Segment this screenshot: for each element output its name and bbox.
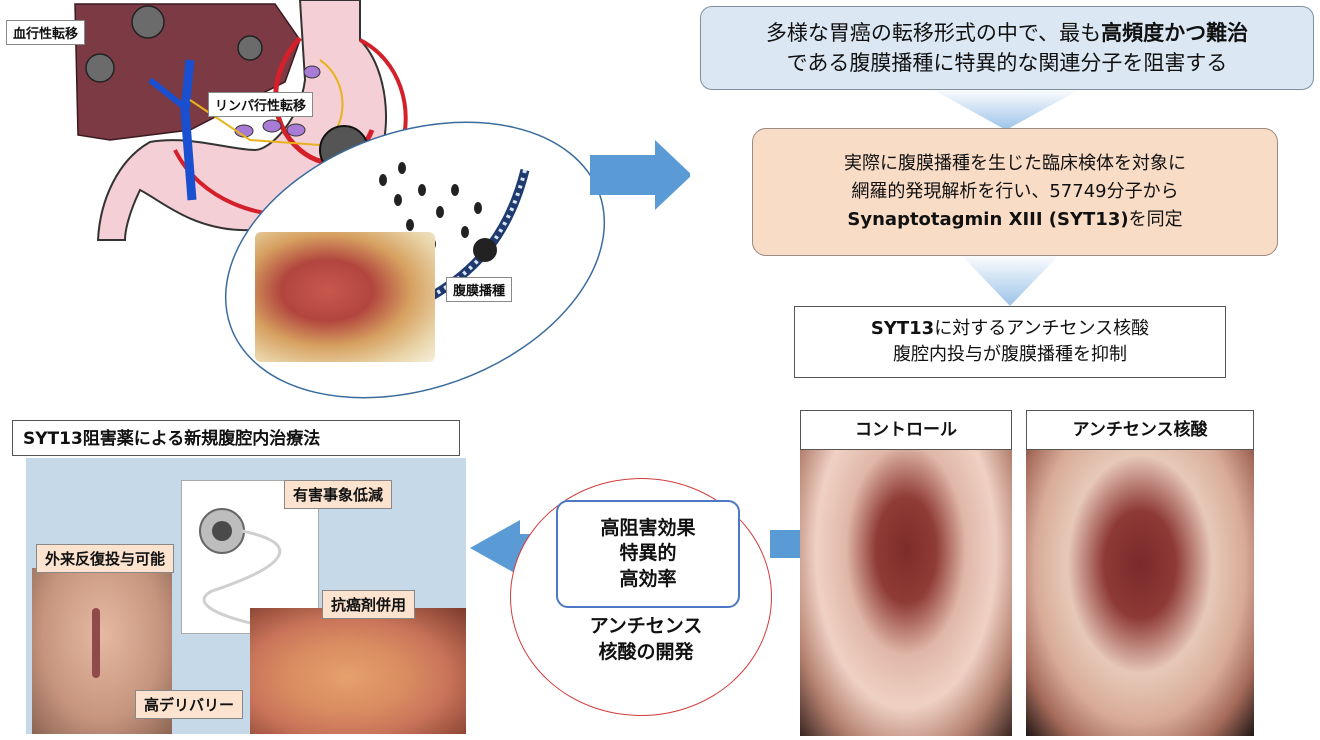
- liver-metastasis-3: [237, 35, 263, 61]
- antisense-photo: [1026, 450, 1254, 736]
- therapy-panel: [26, 458, 466, 734]
- box-objective: 多様な胃癌の転移形式の中で、最も高頻度かつ難治 である腹膜播種に特異的な関連分子…: [700, 6, 1314, 90]
- label-reduced-adverse-events: 有害事象低減: [284, 480, 393, 509]
- panel-title: SYT13阻害薬による新規腹腔内治療法: [12, 420, 460, 456]
- funnel-2: [960, 254, 1060, 306]
- label-high-delivery: 高デリバリー: [135, 690, 244, 719]
- effect-high-efficiency: 高効率: [619, 567, 677, 590]
- label-antisense: アンチセンス核酸: [1026, 410, 1254, 450]
- label-blood-metastasis: 血行性転移: [6, 20, 86, 45]
- box-suppression: SYT13に対するアンチセンス核酸 腹腔内投与が腹膜播種を抑制: [794, 306, 1226, 378]
- control-photo: [800, 450, 1012, 736]
- arrow-right-top: [590, 140, 690, 210]
- effect-box: 高阻害効果 特異的 高効率: [556, 500, 740, 608]
- label-peritoneal-dissemination: 腹膜播種: [446, 277, 513, 302]
- label-lymph-metastasis: リンパ行性転移: [208, 92, 314, 117]
- arrow-left-mid: [770, 530, 800, 558]
- funnel-1: [930, 88, 1082, 130]
- liver-metastasis-1: [131, 5, 165, 39]
- label-anticancer-combination: 抗癌剤併用: [322, 590, 416, 619]
- liver-metastasis-2: [85, 53, 115, 83]
- development-text: アンチセンス 核酸の開発: [589, 615, 703, 663]
- effect-high-inhibition: 高阻害効果: [600, 516, 696, 539]
- label-outpatient-repeat: 外来反復投与可能: [36, 544, 175, 573]
- effect-specific: 特異的: [619, 542, 677, 565]
- surgical-photo: [250, 608, 466, 734]
- label-control: コントロール: [800, 410, 1012, 450]
- peritoneum-photo: [255, 232, 435, 362]
- box-identification: 実際に腹膜播種を生じた臨床検体を対象に 網羅的発現解析を行い、57749分子から…: [752, 128, 1278, 256]
